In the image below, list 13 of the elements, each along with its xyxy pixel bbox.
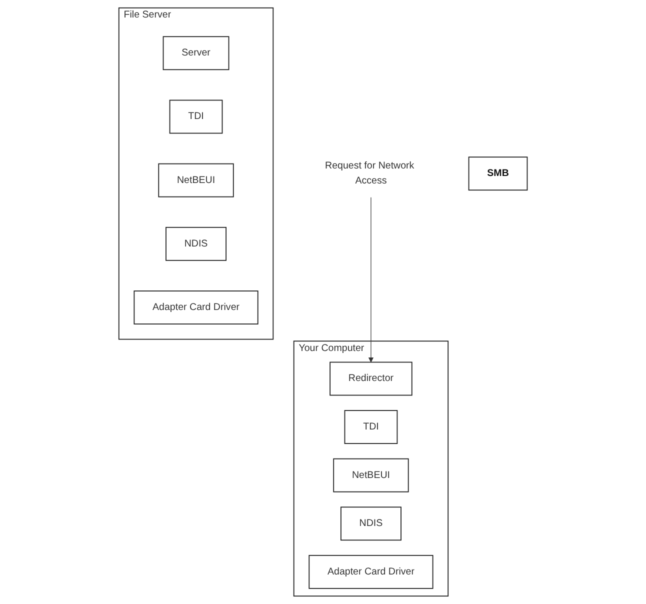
node-box: NetBEUI: [333, 458, 409, 492]
node-box: Adapter Card Driver: [134, 290, 258, 324]
node-box: NDIS: [165, 226, 226, 261]
node-box: SMB: [468, 156, 528, 191]
node-box: NDIS: [340, 506, 402, 541]
node-box: Redirector: [330, 362, 412, 396]
node-box: Adapter Card Driver: [308, 554, 434, 589]
node-box: TDI: [169, 100, 223, 134]
node-box: TDI: [344, 410, 398, 444]
node-box: NetBEUI: [158, 163, 234, 198]
node-text: Request for Network Access: [324, 160, 414, 186]
node-box: Server: [162, 36, 230, 70]
arrow: [368, 197, 374, 362]
